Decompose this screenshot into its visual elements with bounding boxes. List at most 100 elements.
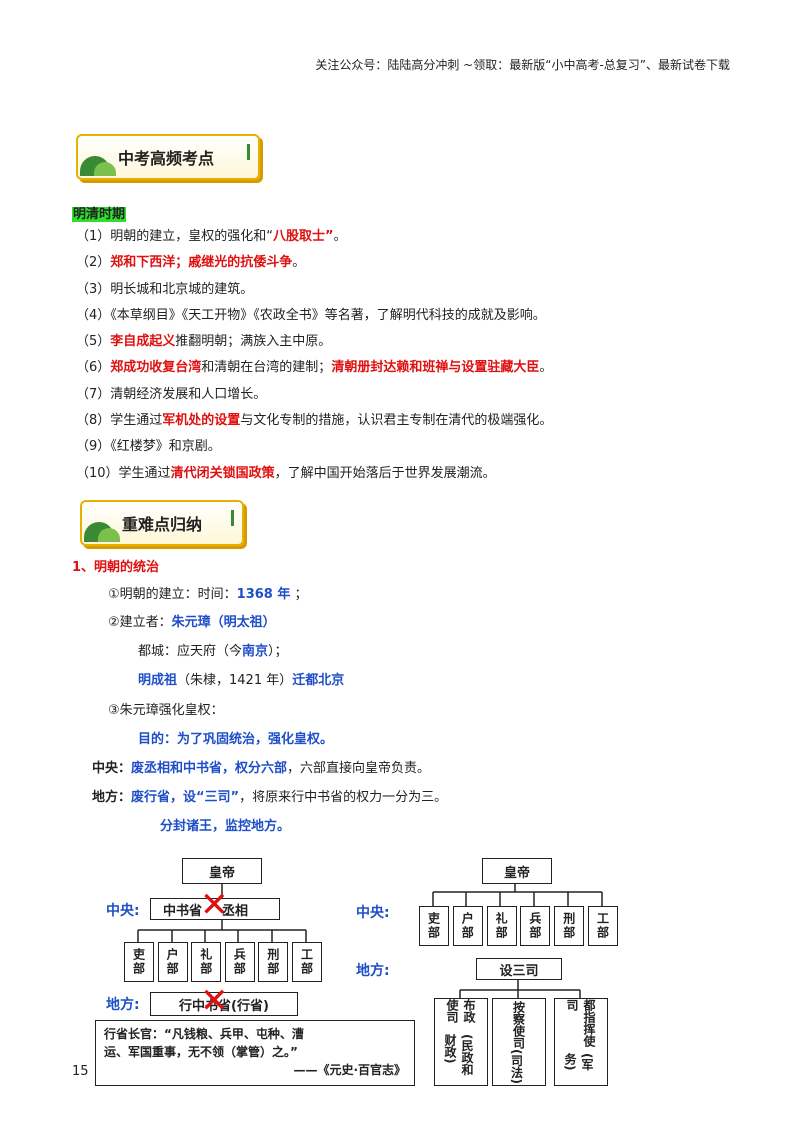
section-tag: 明清时期: [72, 203, 127, 222]
text-run: 。: [292, 255, 306, 271]
banner-key-points: 重难点归纳: [80, 500, 244, 546]
text-run: ）；: [268, 644, 288, 659]
text-run: ，六部直接向皇帝负责。: [287, 761, 431, 776]
text-run: 。: [333, 229, 347, 244]
right-emperor-box: 皇帝: [482, 858, 552, 884]
text-run: 地方：: [92, 790, 132, 805]
ministry-box: 户部: [157, 942, 188, 982]
text-run: ，将原来行中书省的权力一分为三。: [239, 790, 448, 805]
ministry-box: 刑部: [554, 906, 585, 946]
exam-point-item: （3）明长城和北京城的建筑。: [76, 281, 552, 299]
detail-line: 目的：为了巩固统治，强化皇权。: [138, 731, 333, 749]
office-box: 按察使司(司法): [492, 998, 546, 1086]
point-number: （3）: [76, 281, 111, 297]
sansi-box: 设三司: [476, 958, 562, 980]
detail-line: ①明朝的建立：时间：1368 年 ；: [108, 586, 308, 604]
ministry-box: 工部: [292, 942, 322, 982]
ministry-box: 刑部: [258, 942, 289, 982]
ministry-box: 兵部: [224, 942, 255, 982]
zhongshusheng-label: 中书省: [163, 903, 203, 919]
office-sub: (司法): [509, 1048, 524, 1084]
left-central-box: 中书省 丞相: [150, 898, 280, 920]
ministry-box: 吏部: [124, 942, 154, 982]
exam-point-item: （6）郑成功收复台湾和清朝在台湾的建制；清朝册封达赖和班禅与设置驻藏大臣。: [76, 359, 552, 377]
point-number: （8）: [76, 413, 111, 429]
abolished-x-mark: ✕: [200, 885, 229, 925]
text-run: 迁都北京: [292, 673, 345, 688]
ministry-box: 兵部: [520, 906, 551, 946]
exam-points-list: （1）明朝的建立，皇权的强化和“八股取士”。（2）郑和下西洋；戚继光的抗倭斗争。…: [76, 228, 552, 491]
chancellor-label: 丞相: [222, 903, 249, 919]
exam-point-item: （1）明朝的建立，皇权的强化和“八股取士”。: [76, 228, 552, 246]
exam-point-item: （8）学生通过军机处的设置与文化专制的措施，认识君主专制在清代的极端强化。: [76, 412, 552, 430]
section-tag-text: 明清时期: [72, 207, 127, 222]
exam-point-item: （9）《红楼梦》和京剧。: [76, 438, 552, 456]
detail-line: 明成祖（朱棣，1421 年）迁都北京: [138, 672, 344, 690]
text-run: ①明朝的建立：时间：: [108, 587, 237, 602]
banner-title: 中考高频考点: [118, 149, 215, 168]
left-central-label: 中央:: [106, 903, 140, 919]
point-number: （10）: [76, 465, 119, 481]
office-name: 按察使司: [511, 1000, 526, 1049]
text-run: ，了解中国开始落后于世界发展潮流。: [274, 465, 496, 481]
text-run: 明长城和北京城的建筑。: [110, 281, 254, 297]
detail-line: ③朱元璋强化皇权：: [108, 702, 224, 720]
banner-title-2: 重难点归纳: [122, 515, 203, 534]
text-run: ③朱元璋强化皇权：: [108, 703, 224, 718]
office-box: 布政使司 (民政和财政): [434, 998, 488, 1086]
exam-point-item: （10）学生通过清代闭关锁国政策，了解中国开始落后于世界发展潮流。: [76, 465, 552, 483]
note-box: 行省长官：“凡钱粮、兵甲、屯种、漕 运、军国重事，无不领（掌管）之。” ——《元…: [95, 1020, 415, 1086]
text-run: 废丞相和中书省，权分六部: [131, 761, 288, 776]
detail-line: 中央：废丞相和中书省，权分六部，六部直接向皇帝负责。: [92, 760, 430, 778]
text-run: 与文化专制的措施，认识君主专制在清代的极端强化。: [240, 413, 553, 429]
detail-line: 都城：应天府（今南京）；: [138, 643, 288, 661]
ministry-box: 礼部: [191, 942, 222, 982]
point-number: （1）: [76, 229, 111, 244]
text-run: 分封诸王，监控地方。: [160, 819, 291, 834]
text-run: 推翻明朝；满族入主中原。: [175, 334, 332, 350]
abolished-x-mark-2: ✕: [200, 981, 229, 1021]
page-number: 15: [72, 1064, 89, 1079]
text-run: 李自成起义: [110, 334, 176, 350]
text-run: 都城：应天府（今: [138, 644, 243, 659]
exam-point-item: （5）李自成起义推翻明朝；满族入主中原。: [76, 333, 552, 351]
left-local-box: 行中书省(行省): [150, 992, 298, 1016]
point-number: （2）: [76, 255, 111, 271]
text-run: 废行省，设“三司”: [131, 790, 240, 805]
text-run: 《红楼梦》和京剧。: [110, 439, 221, 455]
text-run: 目的：为了巩固统治，强化皇权。: [138, 732, 334, 747]
text-run: 1368 年: [236, 587, 291, 602]
text-run: 南京: [242, 644, 269, 659]
point-number: （7）: [76, 386, 111, 402]
text-run: 军机处的设置: [162, 413, 241, 429]
office-sub: (军务): [563, 1053, 594, 1071]
note-line-2: 运、军国重事，无不领（掌管）之。”: [104, 1045, 298, 1059]
exam-point-item: （4）《本草纲目》《天工开物》《农政全书》等名著，了解明代科技的成就及影响。: [76, 307, 552, 325]
detail-line: ②建立者：朱元璋（明太祖）: [108, 614, 276, 632]
text-run: 明朝的建立，皇权的强化和“: [110, 229, 274, 244]
note-line-1: 行省长官：“凡钱粮、兵甲、屯种、漕: [104, 1027, 304, 1041]
point-number: （4）: [76, 307, 111, 323]
text-run: 学生通过: [118, 465, 171, 481]
office-name: 布政使司: [445, 999, 476, 1023]
text-run: 明成祖: [138, 673, 178, 688]
left-emperor-box: 皇帝: [182, 858, 262, 884]
text-run: 朱元璋（明太祖）: [171, 615, 276, 630]
text-run: 郑和下西洋；戚继光的抗倭斗争: [110, 255, 293, 271]
text-run: ；: [290, 587, 308, 602]
point-number: （9）: [76, 439, 111, 455]
detail-line: 分封诸王，监控地方。: [160, 818, 290, 836]
text-run: 。: [539, 360, 553, 376]
exam-point-item: （2）郑和下西洋；戚继光的抗倭斗争。: [76, 254, 552, 272]
office-sub: (民政和财政): [443, 1033, 474, 1076]
banner-exam-points: 中考高频考点: [76, 134, 260, 180]
detail-line: 地方：废行省，设“三司”，将原来行中书省的权力一分为三。: [92, 789, 447, 807]
text-run: 清朝经济发展和人口增长。: [110, 386, 267, 402]
office-name: 都指挥使司: [565, 999, 596, 1047]
text-run: 《本草纲目》《天工开物》《农政全书》等名著，了解明代科技的成就及影响。: [110, 307, 546, 323]
ministry-box: 吏部: [419, 906, 449, 946]
ministry-box: 工部: [588, 906, 618, 946]
ministry-box: 礼部: [486, 906, 517, 946]
right-central-label: 中央:: [356, 905, 390, 921]
